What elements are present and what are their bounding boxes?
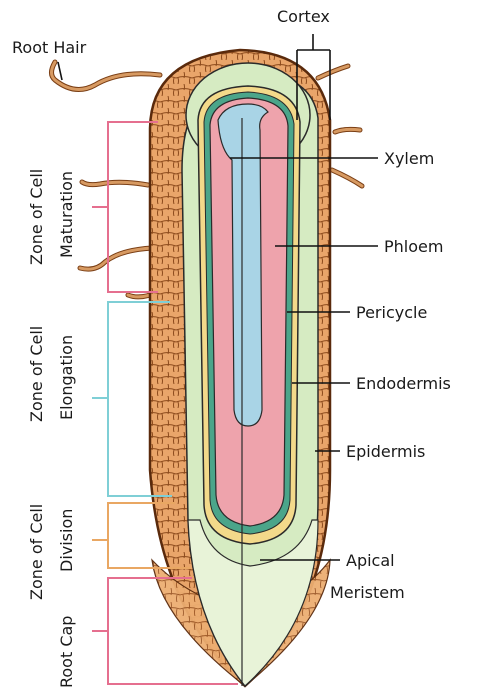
label-pericycle: Pericycle: [356, 303, 427, 322]
zone-maturation-line1: Zone of Cell: [27, 169, 46, 265]
zone-elongation-line2: Elongation: [57, 335, 76, 420]
label-meristem: Meristem: [330, 583, 405, 602]
zone-elongation-line1: Zone of Cell: [27, 326, 46, 422]
label-epidermis: Epidermis: [346, 442, 425, 461]
label-apical: Apical: [346, 551, 395, 570]
label-xylem: Xylem: [384, 149, 434, 168]
label-endodermis: Endodermis: [356, 374, 451, 393]
label-phloem: Phloem: [384, 237, 443, 256]
root-cap-label: Root Cap: [57, 616, 76, 688]
zone-division-line2: Division: [57, 509, 76, 572]
label-root-hair: Root Hair: [12, 38, 87, 57]
label-cortex: Cortex: [277, 7, 330, 26]
zone-division-line1: Zone of Cell: [27, 504, 46, 600]
zone-maturation-line2: Maturation: [57, 171, 76, 258]
